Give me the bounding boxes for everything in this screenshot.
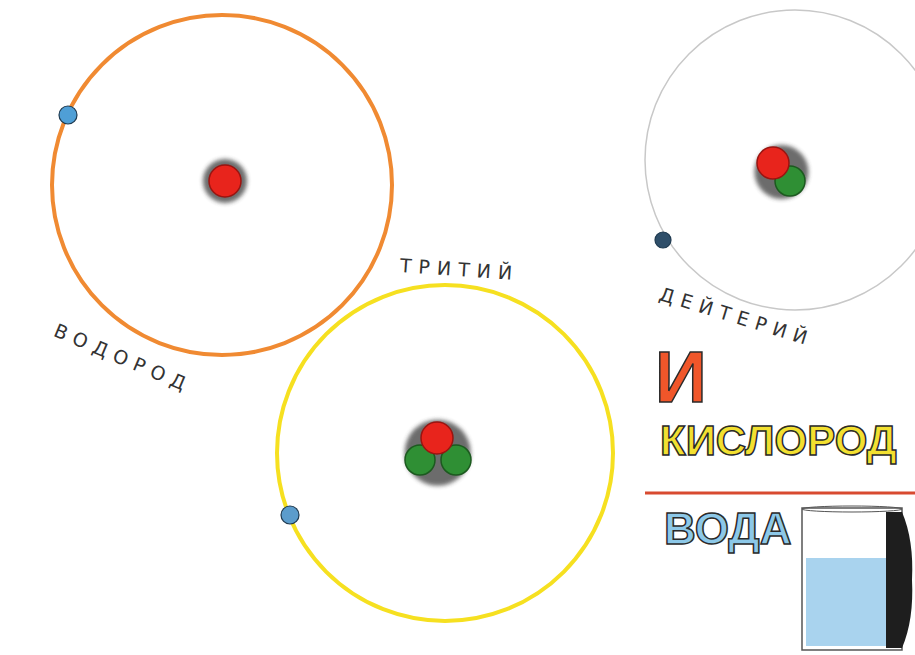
isotope-name: ТРИТИЙ [399, 254, 520, 285]
electron-orbit [52, 15, 392, 355]
electron [59, 106, 77, 124]
element-name: КИСЛОРОД [660, 418, 897, 464]
atom-node: ВОДОРОД [30, 5, 410, 400]
electron-orbit [645, 10, 915, 310]
proton [421, 422, 453, 454]
proton [757, 147, 789, 179]
atom-node: ТРИТИЙ [270, 250, 620, 655]
nucleus-halo [203, 159, 247, 203]
atom-node: ДЕЙТЕРИЙ [640, 5, 915, 350]
water-glass [802, 506, 912, 650]
isotope-name: ВОДОРОД [51, 319, 196, 398]
conjunction-word: И [655, 338, 707, 417]
result-word: ВОДА [664, 505, 791, 553]
electron-orbit [277, 285, 613, 621]
electron [655, 232, 671, 248]
fraction-line [645, 492, 915, 495]
nucleus-halo [755, 145, 809, 199]
proton [209, 165, 241, 197]
nucleus-halo [405, 420, 471, 486]
electron [281, 506, 299, 524]
atom-outline [270, 250, 620, 655]
